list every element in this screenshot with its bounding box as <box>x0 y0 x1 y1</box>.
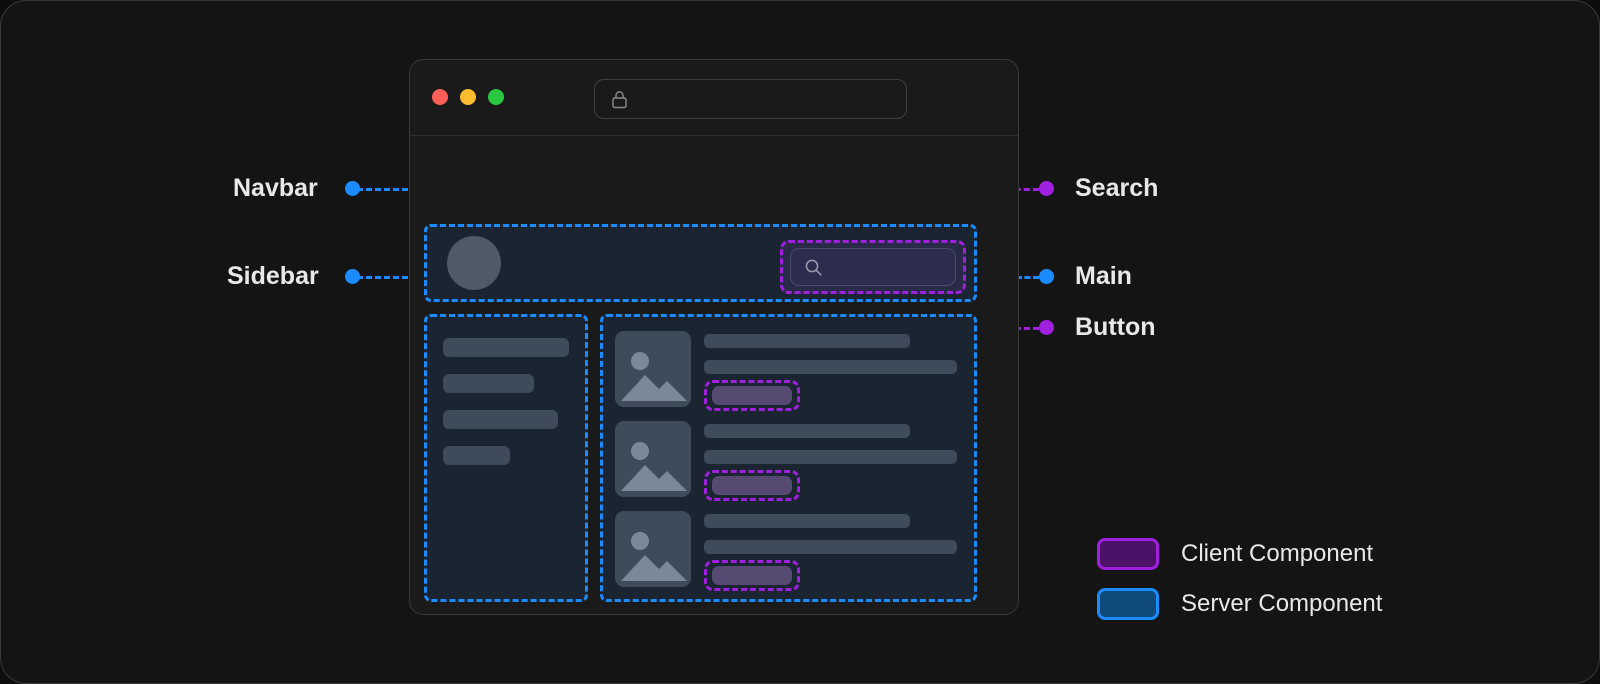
list-item-body <box>704 421 962 501</box>
list-item-subtitle <box>704 360 957 374</box>
sidebar-item-3[interactable] <box>443 410 558 429</box>
button-region <box>704 380 800 411</box>
legend-label-client: Client Component <box>1181 540 1374 567</box>
list-item-title <box>704 514 911 528</box>
legend-item-client: Client Component <box>1097 538 1382 570</box>
main-region <box>600 314 977 602</box>
address-bar[interactable] <box>594 79 907 119</box>
list-item-body <box>704 511 962 591</box>
lock-icon <box>611 90 628 109</box>
card-button[interactable] <box>712 566 792 585</box>
list-item <box>615 331 962 411</box>
annotation-node-navbar <box>345 181 360 196</box>
list-item-subtitle <box>704 540 957 554</box>
legend-swatch-client <box>1097 538 1159 570</box>
annotation-connector-sidebar <box>357 276 435 279</box>
list-item-body <box>704 331 962 411</box>
annotation-label-main: Main <box>1075 262 1132 290</box>
avatar[interactable] <box>447 236 501 290</box>
page-area <box>410 136 1018 614</box>
legend-item-server: Server Component <box>1097 588 1382 620</box>
annotation-node-button <box>1039 320 1054 335</box>
search-region <box>780 240 966 294</box>
page-body <box>424 314 977 602</box>
list-item-subtitle <box>704 450 957 464</box>
sidebar-item-1[interactable] <box>443 338 569 357</box>
traffic-lights <box>432 89 504 105</box>
list-item <box>615 511 962 591</box>
close-button[interactable] <box>432 89 448 105</box>
card-button[interactable] <box>712 386 792 405</box>
legend-label-server: Server Component <box>1181 590 1383 617</box>
annotation-label-button: Button <box>1075 313 1156 341</box>
browser-window <box>409 59 1019 615</box>
sidebar-region <box>424 314 588 602</box>
legend-swatch-server <box>1097 588 1159 620</box>
list-item-title <box>704 334 911 348</box>
button-region <box>704 560 800 591</box>
navbar-region <box>424 224 977 302</box>
annotation-node-search <box>1039 181 1054 196</box>
annotation-connector-navbar <box>357 188 435 191</box>
card-button[interactable] <box>712 476 792 495</box>
annotation-label-navbar: Navbar <box>233 174 318 202</box>
list-item <box>615 421 962 501</box>
maximize-button[interactable] <box>488 89 504 105</box>
legend: Client Component Server Component <box>1097 538 1382 638</box>
image-placeholder-icon <box>615 511 691 587</box>
button-region <box>704 470 800 501</box>
annotation-node-main <box>1039 269 1054 284</box>
browser-toolbar <box>410 60 1018 136</box>
search-input[interactable] <box>790 248 956 286</box>
annotation-node-sidebar <box>345 269 360 284</box>
search-icon <box>804 258 823 277</box>
list-item-title <box>704 424 911 438</box>
image-placeholder-icon <box>615 331 691 407</box>
annotation-label-sidebar: Sidebar <box>227 262 319 290</box>
annotation-label-search: Search <box>1075 174 1159 202</box>
sidebar-item-2[interactable] <box>443 374 534 393</box>
image-placeholder-icon <box>615 421 691 497</box>
minimize-button[interactable] <box>460 89 476 105</box>
sidebar-item-4[interactable] <box>443 446 510 465</box>
